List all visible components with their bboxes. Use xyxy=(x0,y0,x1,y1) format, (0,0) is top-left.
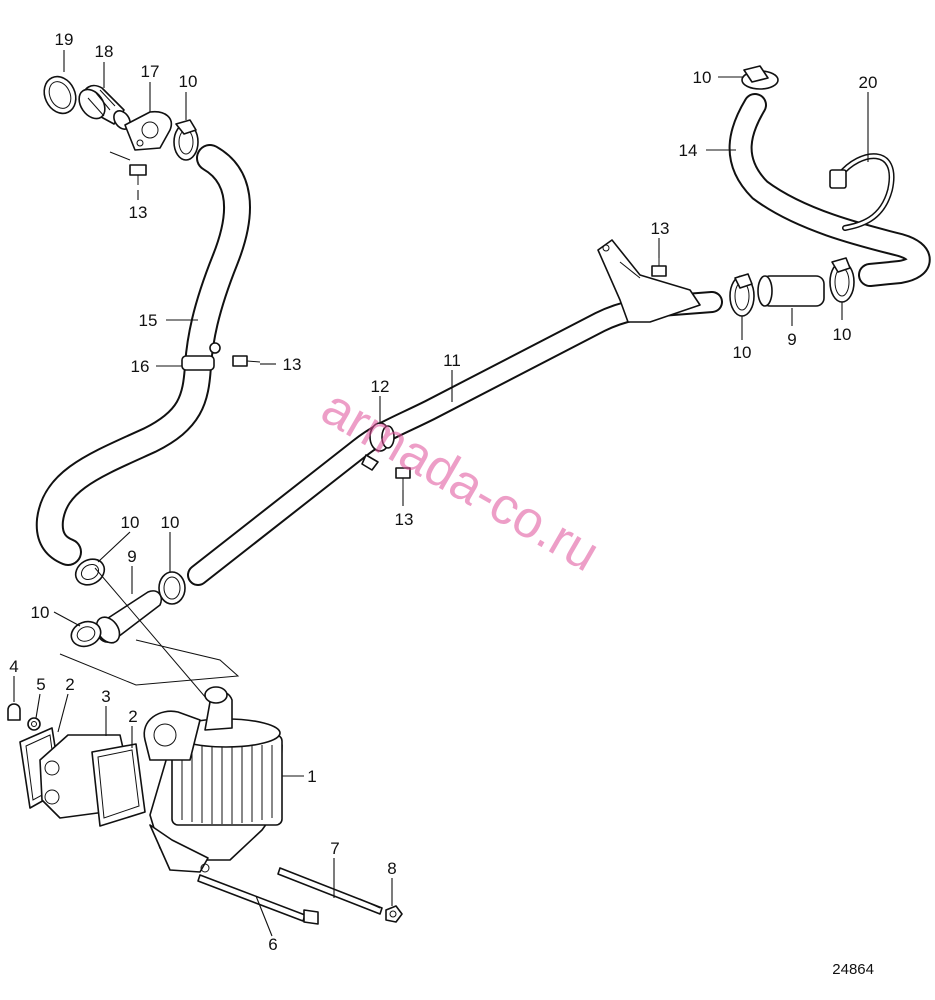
pipe-bracket xyxy=(597,239,701,323)
hose-15 xyxy=(35,144,251,566)
callout-2: 2 xyxy=(128,707,137,726)
nut-8 xyxy=(385,905,403,923)
bolt-13-a xyxy=(129,164,147,185)
watermark-text: armada-co.ru xyxy=(312,378,609,583)
callout-10: 10 xyxy=(161,513,180,532)
callout-10: 10 xyxy=(733,343,752,362)
cable-tie-20 xyxy=(829,153,895,231)
callout-11: 11 xyxy=(443,351,461,370)
bolt-13-d xyxy=(651,258,667,277)
callout-8: 8 xyxy=(387,859,396,878)
callout-13: 13 xyxy=(129,203,148,222)
o-ring-19 xyxy=(43,75,77,115)
hose-9-right xyxy=(757,275,825,307)
callout-13: 13 xyxy=(395,510,414,529)
callout-12: 12 xyxy=(371,377,390,396)
callout-15: 15 xyxy=(139,311,158,330)
callout-19: 19 xyxy=(55,30,74,49)
callout-9: 9 xyxy=(127,547,136,566)
grommet-12 xyxy=(361,422,395,471)
gasket-2-right xyxy=(91,743,146,827)
callout-17: 17 xyxy=(141,62,160,81)
flange-17 xyxy=(124,110,172,151)
hose-14 xyxy=(728,93,931,287)
bolt-7 xyxy=(277,867,383,915)
clamp-10-lower-b xyxy=(158,571,186,605)
callout-labels: 19 18 17 10 13 15 16 13 12 11 13 13 10 1… xyxy=(9,30,877,954)
drawing-number: 24864 xyxy=(832,961,874,978)
callout-16: 16 xyxy=(131,357,150,376)
callout-13: 13 xyxy=(651,219,670,238)
callout-5: 5 xyxy=(36,675,45,694)
clamp-10-top-left xyxy=(173,119,199,161)
callout-6: 6 xyxy=(268,935,277,954)
callout-1: 1 xyxy=(307,767,316,786)
clamp-10-right-b xyxy=(829,257,855,303)
band-16 xyxy=(181,342,221,371)
callout-4: 4 xyxy=(9,657,18,676)
callout-2: 2 xyxy=(65,675,74,694)
clamp-10-lower-c xyxy=(70,620,102,648)
callout-3: 3 xyxy=(101,687,110,706)
callout-10: 10 xyxy=(179,72,198,91)
callout-10: 10 xyxy=(693,68,712,87)
bolt-13-c xyxy=(395,467,411,490)
bolt-13-b xyxy=(232,355,261,367)
callout-10: 10 xyxy=(31,603,50,622)
callout-10: 10 xyxy=(833,325,852,344)
callout-10: 10 xyxy=(121,513,140,532)
callout-14: 14 xyxy=(679,141,698,160)
clamp-10-right-a xyxy=(729,273,755,317)
hose-9-left xyxy=(95,590,163,644)
plug-4 xyxy=(7,703,21,721)
assembly-lines xyxy=(59,567,240,706)
hose-11 xyxy=(187,291,723,586)
clamp-10-top-right xyxy=(741,65,779,90)
air-pump-1 xyxy=(143,686,283,873)
callout-9: 9 xyxy=(787,330,796,349)
leader-lines xyxy=(13,50,869,937)
bolt-6 xyxy=(197,874,319,925)
callout-13: 13 xyxy=(283,355,302,374)
callout-18: 18 xyxy=(95,42,114,61)
callout-20: 20 xyxy=(859,73,878,92)
washer-5 xyxy=(27,717,41,731)
clamp-10-lower-a xyxy=(74,558,106,586)
callout-7: 7 xyxy=(330,839,339,858)
